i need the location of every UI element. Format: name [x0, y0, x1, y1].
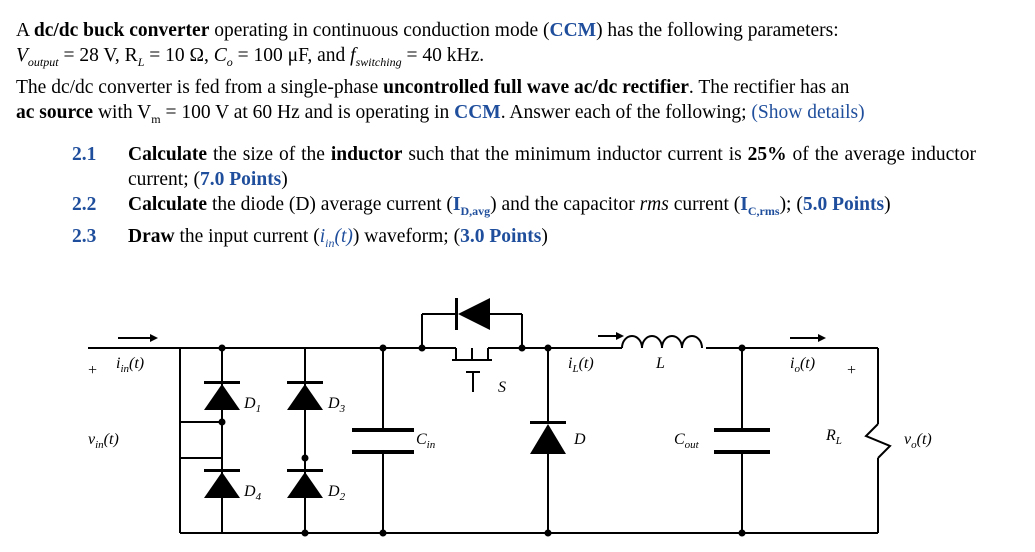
rl-label: RL	[825, 427, 842, 447]
switch-body-diode	[458, 298, 490, 330]
il-arrow-head	[616, 332, 624, 340]
intro-line-4: ac source with Vm = 100 V at 60 Hz and i…	[16, 101, 865, 126]
intro-line-3: The dc/dc converter is fed from a single…	[16, 76, 850, 98]
diode-d	[530, 424, 566, 454]
question-number: 2.1	[72, 144, 97, 165]
intro-line-1: A dc/dc buck converter operating in cont…	[16, 20, 839, 41]
iin-arrow-head	[150, 334, 158, 342]
rl-zigzag	[864, 423, 892, 459]
junction-dot	[301, 529, 309, 537]
diode-d2	[287, 472, 323, 498]
cin-label: Cin	[416, 431, 436, 451]
junction-dot	[738, 344, 746, 352]
vin-label: vin(t)	[88, 431, 119, 451]
cout-label: Cout	[674, 431, 700, 451]
d1-label: D1	[243, 395, 261, 415]
junction-dot	[301, 454, 309, 462]
junction-dot	[218, 418, 226, 426]
iin-label: iin(t)	[116, 355, 144, 375]
vo-label: vo(t)	[904, 431, 932, 451]
junction-dot	[379, 344, 387, 352]
question-2-1: 2.1 Calculate the size of the inductor s…	[72, 144, 976, 190]
junction-dot	[738, 529, 746, 537]
diode-d2-bar	[287, 469, 323, 472]
diode-d-label: D	[573, 431, 586, 448]
circuit-diagram: + iin(t) vin(t) D1 D3 D4 D2 Cin S iL(t) …	[87, 298, 932, 537]
inductor-label: L	[655, 355, 665, 372]
question-2-2: 2.2 Calculate the diode (D) average curr…	[72, 194, 891, 218]
output-plus-sign: +	[846, 362, 857, 379]
switch-label: S	[498, 379, 506, 396]
diode-d1-bar	[204, 381, 240, 384]
problem-statement: A dc/dc buck converter operating in cont…	[16, 18, 1016, 132]
intro-line-2: Voutput = 28 V, RL = 10 Ω, Co = 100 μF, …	[16, 45, 485, 69]
question-number: 2.3	[72, 225, 97, 247]
junction-dot	[544, 529, 552, 537]
inductor-coil	[621, 335, 703, 349]
io-label: io(t)	[790, 355, 815, 375]
diode-d-bar	[530, 421, 566, 424]
il-label: iL(t)	[568, 355, 594, 375]
junction-dot	[218, 344, 226, 352]
d3-label: D3	[327, 395, 346, 415]
diode-d4	[204, 472, 240, 498]
d2-label: D2	[327, 483, 346, 503]
diode-d1	[204, 384, 240, 410]
junction-dot	[518, 344, 526, 352]
junction-dot	[544, 344, 552, 352]
io-arrow-head	[818, 334, 826, 342]
question-2-3: 2.3 Draw the input current (iin(t)) wave…	[72, 225, 548, 250]
diode-d3	[287, 384, 323, 410]
junction-dot	[418, 344, 426, 352]
question-number: 2.2	[72, 194, 97, 215]
junction-dot	[379, 529, 387, 537]
diode-d3-bar	[287, 381, 323, 384]
question-list: 2.1 Calculate the size of the inductor s…	[72, 142, 976, 256]
switch-body-diode-bar	[455, 298, 458, 330]
d4-label: D4	[243, 483, 262, 503]
input-plus-sign: +	[87, 362, 98, 379]
diode-d4-bar	[204, 469, 240, 472]
